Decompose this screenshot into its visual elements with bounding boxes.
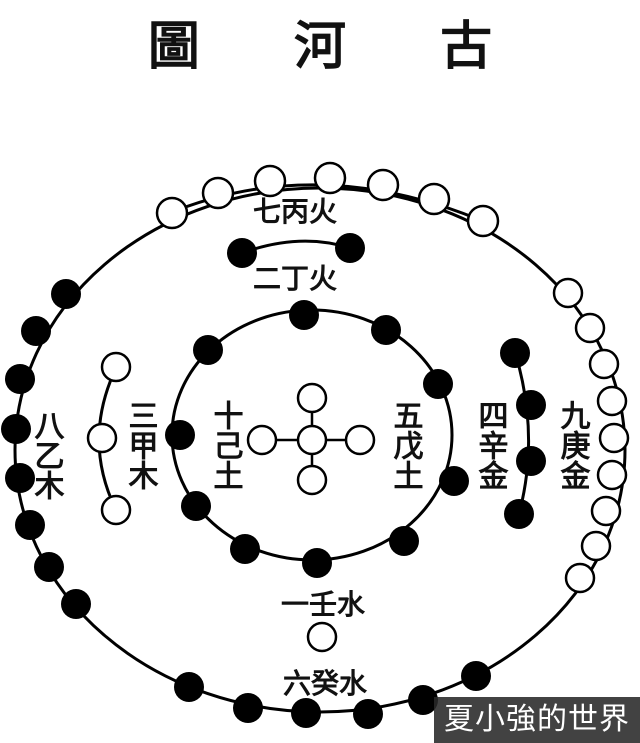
watermark: 夏小強的世界 — [434, 697, 640, 743]
black-dot — [165, 420, 195, 450]
right-inner-arc — [513, 351, 531, 515]
black-dot — [423, 369, 453, 399]
black-dot — [389, 526, 419, 556]
top-inner-arc — [241, 239, 351, 255]
label-left-outer: 八乙木 — [29, 410, 66, 500]
black-dot — [1, 414, 31, 444]
white-dot — [466, 204, 500, 238]
black-dot — [302, 548, 332, 578]
black-dot — [181, 491, 211, 521]
white-dot — [564, 562, 596, 594]
white-dot — [344, 424, 376, 456]
label-bottom-outer: 六癸水 — [283, 667, 368, 700]
black-dot — [233, 693, 263, 723]
black-dot — [227, 238, 257, 268]
black-dot — [335, 233, 365, 263]
black-dot — [34, 552, 64, 582]
left-black-dots — [1, 279, 91, 619]
white-dot — [253, 164, 287, 198]
black-dot — [353, 699, 383, 729]
white-dot — [596, 385, 628, 417]
white-dot — [580, 530, 612, 562]
white-dot — [296, 424, 328, 456]
label-center-right: 五戊土 — [388, 400, 424, 490]
inner-ring-black-dots — [165, 300, 469, 578]
black-dot — [15, 510, 45, 540]
black-dot — [461, 661, 491, 691]
label-right-outer: 九庚金 — [555, 400, 592, 490]
black-dot — [504, 499, 534, 529]
white-dot — [296, 464, 328, 496]
black-dot — [516, 446, 546, 476]
label-left-inner: 三甲木 — [123, 400, 160, 490]
label-top-outer: 七丙火 — [253, 195, 337, 228]
black-dot — [408, 685, 438, 715]
white-dot — [313, 161, 347, 195]
black-dot — [193, 335, 223, 365]
black-dot — [21, 316, 51, 346]
black-dot — [291, 698, 321, 728]
label-top-inner: 二丁火 — [253, 262, 337, 295]
white-dot — [100, 351, 132, 383]
white-dot — [574, 312, 606, 344]
white-dot — [552, 277, 584, 309]
white-dot — [100, 494, 132, 526]
white-dot — [246, 424, 278, 456]
white-dot — [201, 176, 235, 210]
black-dot — [174, 672, 204, 702]
black-dot — [230, 534, 260, 564]
white-dot — [590, 495, 622, 527]
black-dot — [439, 466, 469, 496]
white-dot — [155, 196, 189, 230]
white-dot — [598, 422, 630, 454]
black-dot — [5, 463, 35, 493]
black-dot — [289, 300, 319, 330]
white-dot — [296, 382, 328, 414]
black-dot — [5, 364, 35, 394]
black-dot — [61, 589, 91, 619]
bottom-black-dots — [174, 661, 491, 729]
white-dot — [366, 168, 400, 202]
black-dot — [500, 338, 530, 368]
label-right-inner: 四辛金 — [473, 400, 510, 490]
white-dot — [306, 621, 338, 653]
page-title: 圖 河 古 — [147, 16, 531, 77]
right-white-dots — [552, 277, 630, 594]
top-white-dots — [155, 161, 500, 238]
label-center-left: 十己土 — [208, 400, 243, 490]
black-dot — [371, 315, 401, 345]
black-dot — [51, 279, 81, 309]
white-dot — [596, 459, 628, 491]
black-dot — [516, 390, 546, 420]
white-dot — [588, 348, 620, 380]
label-bottom-inner: 一壬水 — [281, 588, 366, 621]
white-dot — [417, 182, 451, 216]
white-dot — [86, 422, 118, 454]
